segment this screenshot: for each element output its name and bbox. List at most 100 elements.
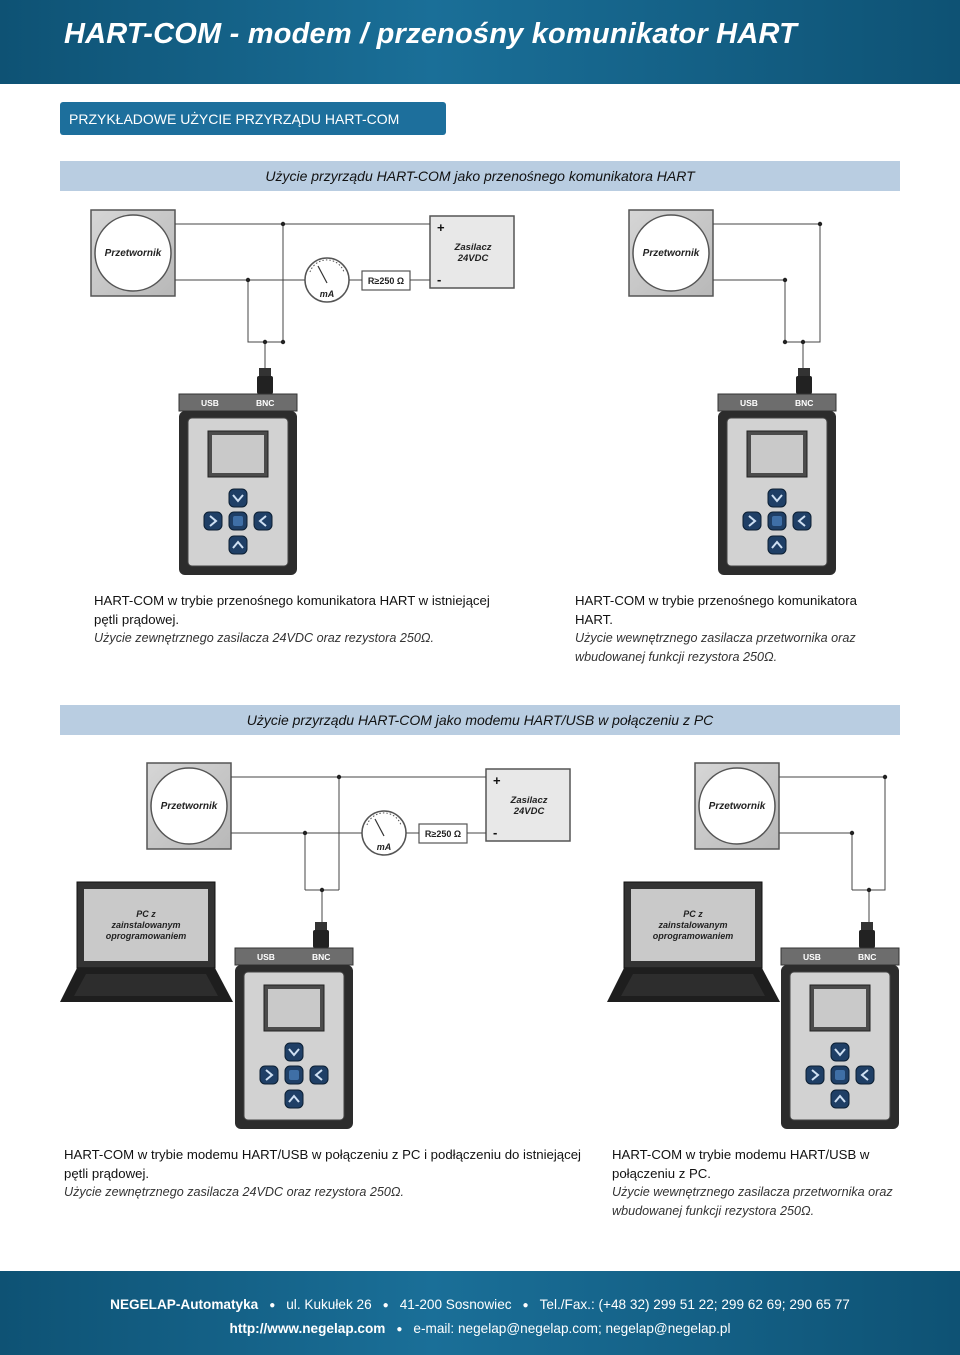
pc-label: oprogramowaniem bbox=[106, 931, 187, 941]
caption-note: Użycie wewnętrznego zasilacza przetworni… bbox=[575, 631, 856, 664]
bnc-port-label: BNC bbox=[256, 398, 274, 408]
caption-portable-internal: HART-COM w trybie przenośnego komunikato… bbox=[575, 591, 895, 667]
bnc-connector-icon bbox=[257, 368, 273, 394]
resistor-label: R≥250 Ω bbox=[425, 829, 461, 839]
transmitter-label: Przetwornik bbox=[643, 248, 700, 259]
band-usb-modem: Użycie przyrządu HART-COM jako modemu HA… bbox=[60, 705, 900, 735]
pc-label: PC z bbox=[683, 909, 703, 919]
caption-portable-loop: HART-COM w trybie przenośnego komunikato… bbox=[94, 591, 494, 648]
up-arrow-button bbox=[228, 535, 248, 555]
right-arrow-button bbox=[203, 511, 223, 531]
transmitter-label: Przetwornik bbox=[105, 248, 162, 259]
footer-company: NEGELAP-Automatyka bbox=[110, 1297, 259, 1312]
right-arrow-button bbox=[742, 511, 762, 531]
hart-com-device: USB BNC bbox=[717, 368, 837, 575]
bnc-connector-icon bbox=[859, 922, 875, 948]
footer-street: ul. Kukułek 26 bbox=[286, 1297, 372, 1312]
milliammeter-icon: mA bbox=[361, 810, 407, 856]
diagram-usb-modem: Przetwornik Przetwornik + - Zasilacz 24V… bbox=[60, 762, 900, 1129]
up-arrow-button bbox=[830, 1089, 850, 1109]
transmitter-box: Przetwornik bbox=[90, 209, 176, 297]
left-arrow-button bbox=[309, 1065, 329, 1085]
caption-note: Użycie zewnętrznego zasilacza 24VDC oraz… bbox=[94, 631, 434, 645]
pc-label: PC z bbox=[136, 909, 156, 919]
bullet-icon: ● bbox=[522, 1300, 529, 1311]
bullet-icon: ● bbox=[269, 1300, 276, 1311]
pc-label: zainstalowanym bbox=[110, 920, 180, 930]
resistor-label: R≥250 Ω bbox=[368, 276, 404, 286]
hart-com-device: USB BNC bbox=[234, 922, 354, 1129]
diagram-portable-communicator: Przetwornik Przetwornik + - Zasilacz 24V… bbox=[90, 209, 837, 575]
caption-note: Użycie zewnętrznego zasilacza 24VDC oraz… bbox=[64, 1185, 404, 1199]
ok-button bbox=[767, 511, 787, 531]
usb-port-label: USB bbox=[740, 398, 758, 408]
down-arrow-button bbox=[830, 1042, 850, 1062]
band-usb-modem-title: Użycie przyrządu HART-COM jako modemu HA… bbox=[246, 712, 714, 728]
plus-label: + bbox=[437, 220, 445, 235]
transmitter-box: Przetwornik bbox=[628, 209, 714, 297]
right-arrow-button bbox=[805, 1065, 825, 1085]
left-arrow-button bbox=[253, 511, 273, 531]
pc-label: oprogramowaniem bbox=[653, 931, 734, 941]
bullet-icon: ● bbox=[396, 1324, 403, 1335]
supply2-label: 24VDC bbox=[513, 806, 545, 817]
milliammeter-icon: mA bbox=[304, 257, 350, 303]
bullet-icon: ● bbox=[382, 1300, 389, 1311]
minus-label: - bbox=[493, 825, 497, 840]
caption-title: HART-COM w trybie przenośnego komunikato… bbox=[575, 593, 857, 627]
usb-port-label: USB bbox=[257, 952, 275, 962]
bnc-port-label: BNC bbox=[858, 952, 876, 962]
hart-com-device: USB BNC bbox=[178, 368, 298, 575]
footer-web-row: http://www.negelap.com ● e-mail: negelap@n… bbox=[0, 1321, 960, 1336]
caption-title: HART-COM w trybie modemu HART/USB w połą… bbox=[64, 1147, 581, 1181]
supply1-label: Zasilacz bbox=[510, 795, 548, 806]
footer-email-link[interactable]: e-mail: negelap@negelap.com; negelap@neg… bbox=[413, 1321, 731, 1336]
pc-label: zainstalowanym bbox=[657, 920, 727, 930]
minus-label: - bbox=[437, 272, 441, 287]
power-supply-box: + - Zasilacz 24VDC bbox=[485, 768, 571, 842]
caption-modem-internal: HART-COM w trybie modemu HART/USB w połą… bbox=[612, 1145, 912, 1221]
section-badge: PRZYKŁADOWE UŻYCIE PRZYRZĄDU HART-COM bbox=[60, 102, 446, 135]
page-footer: NEGELAP-Automatyka ● ul. Kukułek 26 ● 41-200… bbox=[0, 1271, 960, 1355]
up-arrow-button bbox=[767, 535, 787, 555]
section-badge-label: PRZYKŁADOWE UŻYCIE PRZYRZĄDU HART-COM bbox=[69, 111, 400, 127]
transmitter-label: Przetwornik bbox=[161, 801, 218, 812]
down-arrow-button bbox=[284, 1042, 304, 1062]
caption-note: Użycie wewnętrznego zasilacza przetworni… bbox=[612, 1185, 893, 1218]
up-arrow-button bbox=[284, 1089, 304, 1109]
caption-title: HART-COM w trybie przenośnego komunikato… bbox=[94, 593, 490, 627]
footer-contact-row: NEGELAP-Automatyka ● ul. Kukułek 26 ● 41-200… bbox=[0, 1297, 960, 1312]
bnc-connector-icon bbox=[796, 368, 812, 394]
footer-city: 41-200 Sosnowiec bbox=[399, 1297, 512, 1312]
band-portable-communicator: Użycie przyrządu HART-COM jako przenośne… bbox=[60, 161, 900, 191]
meter-label: mA bbox=[377, 842, 392, 852]
meter-label: mA bbox=[320, 289, 335, 299]
page-header: HART-COM - modem / przenośny komunikator… bbox=[0, 0, 960, 84]
power-supply-box: + - Zasilacz 24VDC bbox=[429, 215, 515, 289]
usb-port-label: USB bbox=[803, 952, 821, 962]
plus-label: + bbox=[493, 773, 501, 788]
ok-button bbox=[284, 1065, 304, 1085]
ok-button bbox=[228, 511, 248, 531]
bnc-port-label: BNC bbox=[312, 952, 330, 962]
right-arrow-button bbox=[259, 1065, 279, 1085]
usb-port-label: USB bbox=[201, 398, 219, 408]
footer-website-link[interactable]: http://www.negelap.com bbox=[229, 1321, 386, 1336]
supply2-label: 24VDC bbox=[457, 253, 489, 264]
ok-button bbox=[830, 1065, 850, 1085]
caption-title: HART-COM w trybie modemu HART/USB w połą… bbox=[612, 1147, 870, 1181]
down-arrow-button bbox=[767, 488, 787, 508]
hart-com-device: USB BNC bbox=[780, 922, 900, 1129]
down-arrow-button bbox=[228, 488, 248, 508]
page-title: HART-COM - modem / przenośny komunikator… bbox=[64, 18, 797, 50]
left-arrow-button bbox=[792, 511, 812, 531]
band-portable-communicator-title: Użycie przyrządu HART-COM jako przenośne… bbox=[265, 168, 695, 184]
caption-modem-loop: HART-COM w trybie modemu HART/USB w połą… bbox=[64, 1145, 584, 1202]
resistor-box: R≥250 Ω bbox=[418, 823, 468, 844]
bnc-connector-icon bbox=[313, 922, 329, 948]
bnc-port-label: BNC bbox=[795, 398, 813, 408]
left-arrow-button bbox=[855, 1065, 875, 1085]
footer-phone: Tel./Fax.: (+48 32) 299 51 22; 299 62 69… bbox=[539, 1297, 850, 1312]
